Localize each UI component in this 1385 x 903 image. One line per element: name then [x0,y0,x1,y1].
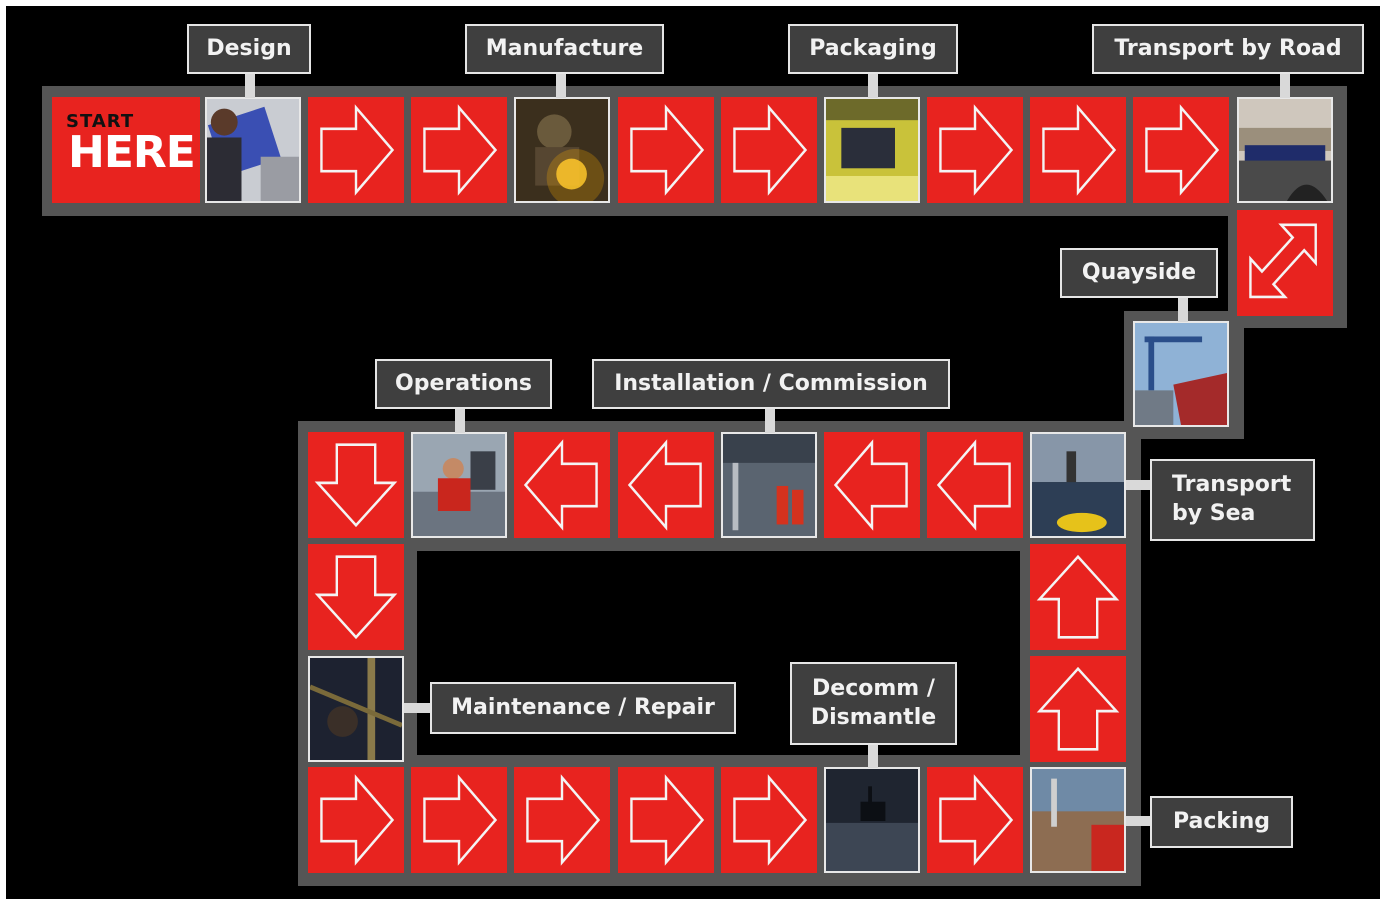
connector-installation [765,406,775,433]
arrow-right-tile [514,767,610,873]
arrow-right-tile [411,97,507,203]
arrow-diagonal-tile [1237,210,1333,316]
here-text: HERE [68,127,196,178]
arrow-right-tile [721,97,817,203]
arrow-right-tile [411,767,507,873]
transport-sea-photo [1030,432,1126,538]
arrow-left-tile [927,432,1023,538]
operations-photo [411,432,507,538]
stage-label-transport-sea-line2: by Sea [1172,501,1256,526]
stage-label-manufacture: Manufacture [465,24,664,74]
arrow-left-tile [618,432,714,538]
packaging-photo [824,97,920,203]
installation-photo [721,432,817,538]
connector-quayside [1178,296,1188,322]
arrow-up-tile [1030,656,1126,762]
stage-label-maintenance: Maintenance / Repair [430,682,736,734]
stage-label-packing: Packing [1150,796,1293,848]
connector-packaging [868,72,878,98]
connector-transport-sea [1126,480,1152,490]
arrow-right-tile [721,767,817,873]
packing-photo [1030,767,1126,873]
stage-label-decomm-line2: Dismantle [810,704,937,730]
design-photo [205,97,301,203]
connector-decomm [868,743,878,768]
stage-label-quayside: Quayside [1060,248,1218,298]
maintenance-photo [308,656,404,762]
stage-label-installation: Installation / Commission [592,359,950,409]
stage-label-decomm-line1: Decomm / [812,675,935,701]
arrow-right-tile [927,767,1023,873]
arrow-right-tile [927,97,1023,203]
connector-packing [1126,816,1152,826]
arrow-left-tile [514,432,610,538]
arrow-down-tile [308,544,404,650]
arrow-right-tile [1030,97,1126,203]
arrow-right-tile [308,767,404,873]
stage-label-design: Design [187,24,311,74]
arrow-up-tile [1030,544,1126,650]
arrow-right-tile [1133,97,1229,203]
start-here-tile: START HERE [52,97,200,203]
stage-label-decomm: Decomm / Dismantle [790,662,957,745]
arrow-left-tile [824,432,920,538]
transport-road-photo [1237,97,1333,203]
stage-label-transport-sea: Transport by Sea [1150,459,1315,541]
connector-maintenance [404,703,432,713]
decomm-photo [824,767,920,873]
arrow-right-tile [618,97,714,203]
stage-label-transport-road: Transport by Road [1092,24,1364,74]
arrow-down-tile [308,432,404,538]
start-text: START [66,111,135,132]
connector-operations [455,406,465,433]
arrow-right-tile [618,767,714,873]
manufacture-photo [514,97,610,203]
connector-design [245,72,255,98]
arrow-right-tile [308,97,404,203]
quayside-photo [1133,321,1229,427]
stage-label-operations: Operations [375,359,552,409]
connector-manufacture [556,72,566,98]
connector-transport-road [1280,72,1290,98]
stage-label-transport-sea-line1: Transport [1172,472,1292,498]
stage-label-packaging: Packaging [788,24,958,74]
